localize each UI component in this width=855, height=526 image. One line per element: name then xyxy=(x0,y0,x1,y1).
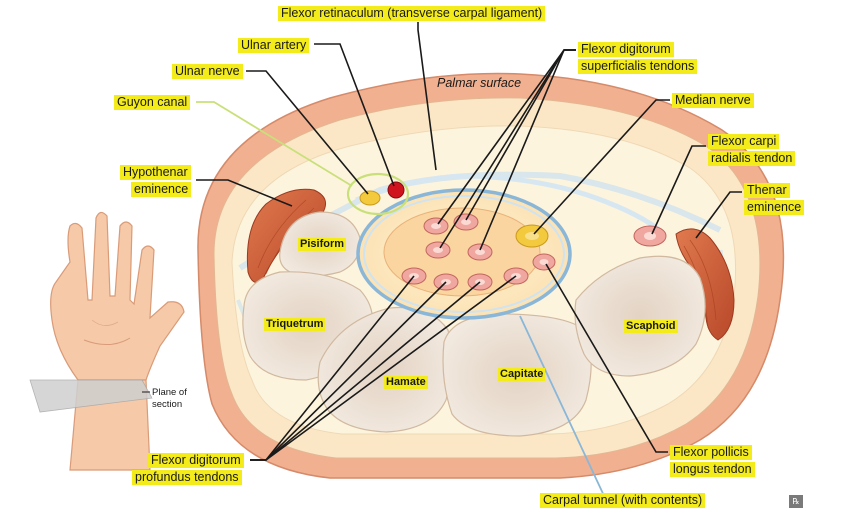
label-fpl-line2: longus tendon xyxy=(670,462,755,477)
carpal-bones xyxy=(242,211,706,437)
label-plane-line1: Plane of xyxy=(152,387,187,398)
label-fcr-line1: Flexor carpi xyxy=(708,134,780,149)
label-thenar-line2: eminence xyxy=(744,200,805,215)
hand-illustration xyxy=(29,211,185,471)
bone-label-hamate: Hamate xyxy=(384,376,428,389)
label-thenar-line1: Thenar xyxy=(744,183,790,198)
label-hypothenar-line2: eminence xyxy=(131,182,192,197)
rx-logo-badge: ℞ xyxy=(789,495,803,508)
label-fdp-line1: Flexor digitorum xyxy=(148,453,244,468)
label-flexor-retinaculum: Flexor retinaculum (transverse carpal li… xyxy=(278,6,546,21)
label-hypothenar-line1: Hypothenar xyxy=(120,165,191,180)
label-fds-line2: superficialis tendons xyxy=(578,59,698,74)
bone-label-pisiform: Pisiform xyxy=(298,238,347,251)
ulnar-nerve xyxy=(359,190,381,206)
bone-label-triquetrum: Triquetrum xyxy=(264,318,326,331)
label-fds-line1: Flexor digitorum xyxy=(578,42,674,57)
label-fcr-line2: radialis tendon xyxy=(708,151,796,166)
scaphoid-bone xyxy=(574,255,706,377)
label-carpal-tunnel: Carpal tunnel (with contents) xyxy=(540,493,706,508)
guyon-canal-leader xyxy=(196,101,353,187)
label-ulnar-artery: Ulnar artery xyxy=(238,38,310,53)
guyon-canal xyxy=(346,172,410,216)
leader-lines xyxy=(196,22,742,461)
label-ulnar-nerve: Ulnar nerve xyxy=(172,64,243,79)
label-fdp-line2: profundus tendons xyxy=(132,470,242,485)
bone-label-scaphoid: Scaphoid xyxy=(624,320,678,333)
hamate-bone xyxy=(317,306,453,433)
ulnar-artery xyxy=(387,181,405,199)
label-fpl-line1: Flexor pollicis xyxy=(670,445,752,460)
flexor-retinaculum xyxy=(355,173,664,234)
label-median-nerve: Median nerve xyxy=(672,93,754,108)
label-plane-line2: section xyxy=(152,399,183,410)
cross-section xyxy=(197,72,785,479)
fds-tendons xyxy=(423,213,493,261)
label-guyon-canal: Guyon canal xyxy=(114,95,191,110)
label-palmar-surface: Palmar surface xyxy=(437,76,522,90)
bone-label-capitate: Capitate xyxy=(498,368,546,381)
